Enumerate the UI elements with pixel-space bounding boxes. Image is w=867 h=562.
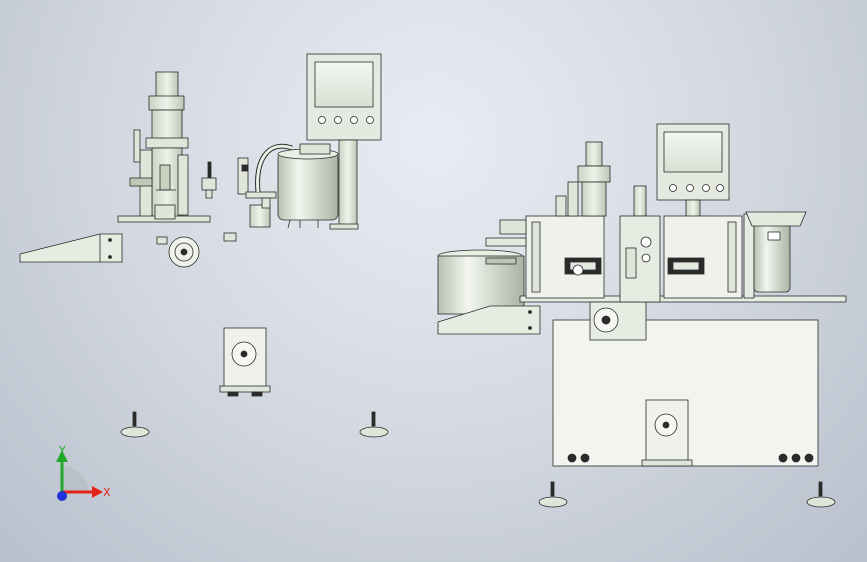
leveling-foot xyxy=(359,411,389,438)
motor-block xyxy=(589,301,647,341)
wedge-base-plate xyxy=(19,233,123,263)
coordinate-triad: Y X xyxy=(56,444,111,501)
nozzle-assembly xyxy=(201,161,217,199)
glue-tank xyxy=(277,143,339,229)
guide-tower xyxy=(619,185,661,303)
machine-cabinet xyxy=(552,319,819,467)
sensor-bracket xyxy=(237,157,277,228)
control-panel-right xyxy=(656,123,730,219)
station-module-left xyxy=(485,215,605,299)
wedge-base-plate xyxy=(437,305,541,335)
z-axis-dot xyxy=(57,491,67,501)
assembled-machine xyxy=(437,123,847,508)
leveling-foot xyxy=(120,411,150,438)
roller-wheel xyxy=(168,236,200,268)
small-block xyxy=(156,236,168,245)
y-axis-label: Y xyxy=(58,444,66,457)
press-unit xyxy=(117,71,211,223)
small-block xyxy=(223,232,237,242)
glue-tank xyxy=(743,211,807,299)
x-axis-label: X xyxy=(103,486,111,499)
control-panel-left xyxy=(306,53,382,230)
bearing-stand xyxy=(219,327,271,397)
press-unit xyxy=(555,141,611,217)
leveling-foot xyxy=(806,481,836,508)
leveling-foot xyxy=(538,481,568,508)
feed-hopper xyxy=(437,249,525,315)
station-module-right xyxy=(663,215,743,299)
